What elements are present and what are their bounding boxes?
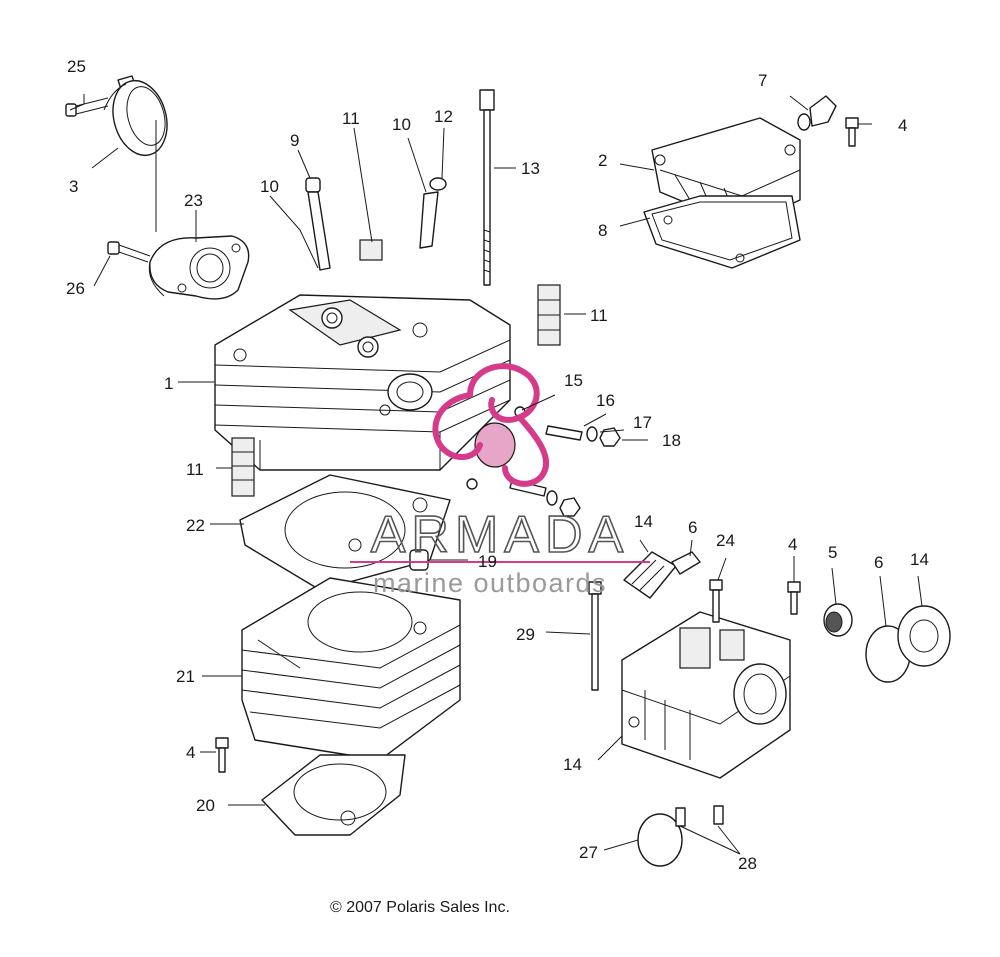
label-part-8: 8: [598, 221, 607, 240]
label-part-15: 15: [564, 371, 583, 390]
screw-part-26: [107, 241, 151, 263]
stud-part-29: [588, 581, 602, 691]
label-part-4-right: 4: [788, 535, 797, 554]
label-part-24: 24: [716, 531, 735, 550]
label-part-14-right: 14: [910, 550, 929, 569]
label-part-10-left: 10: [260, 177, 279, 196]
base-gasket-part-20: [261, 754, 406, 836]
clamp-part-3: [103, 75, 168, 157]
dowel-part-19: [409, 549, 429, 571]
bolt-part-4-right: [787, 581, 801, 615]
label-part-27: 27: [579, 843, 598, 862]
valve-block-part-11: [231, 239, 561, 497]
copyright-notice: © 2007 Polaris Sales Inc.: [330, 899, 510, 916]
washer-part-17: [546, 426, 598, 506]
watermark-brand: ARMADA: [371, 506, 629, 564]
label-part-14-top: 14: [634, 512, 653, 531]
part-number-labels: 25 3 23 26 9 10 11 10 12 13 11 1 11 22 1…: [66, 57, 929, 873]
stud-part-13: [479, 89, 495, 286]
nut-part-18: [559, 427, 621, 517]
leader-lines: [69, 94, 923, 855]
label-part-7: 7: [758, 71, 767, 90]
label-part-9: 9: [290, 131, 299, 150]
cam-carrier-part-14: [621, 611, 791, 779]
screw-part-25: [65, 97, 109, 117]
label-part-1: 1: [164, 374, 173, 393]
label-part-29: 29: [516, 625, 535, 644]
watermark-swirl-icon: [432, 363, 549, 487]
label-part-6-right: 6: [874, 553, 883, 572]
label-part-28: 28: [738, 854, 757, 873]
label-part-16: 16: [596, 391, 615, 410]
plug-part-5: [823, 603, 853, 637]
bolt-part-4-upper: [845, 117, 859, 147]
label-part-18: 18: [662, 431, 681, 450]
end-cap-part-14-right: [897, 605, 951, 667]
dowel-part-28: [675, 805, 724, 827]
cylinder-head-part-1: [214, 294, 511, 471]
label-part-22: 22: [186, 516, 205, 535]
bolt-part-4-lower: [215, 737, 229, 773]
label-part-17: 17: [633, 413, 652, 432]
label-part-26: 26: [66, 279, 85, 298]
label-part-21: 21: [176, 667, 195, 686]
label-part-13: 13: [521, 159, 540, 178]
valve-guide-part-9: [305, 177, 331, 271]
label-part-12: 12: [434, 107, 453, 126]
label-part-11-right: 11: [590, 306, 608, 325]
label-part-14-bottom: 14: [563, 755, 582, 774]
valve-guide-part-10: [419, 177, 447, 249]
label-part-5: 5: [828, 543, 837, 562]
label-part-3: 3: [69, 177, 78, 196]
label-part-11-top: 11: [342, 109, 360, 128]
label-part-11-left: 11: [186, 460, 204, 479]
cover-gasket-part-8: [643, 195, 801, 269]
intake-boot-part-23: [148, 235, 250, 300]
label-part-10-right: 10: [392, 115, 411, 134]
label-part-6-left: 6: [688, 518, 697, 537]
label-part-4-bottom: 4: [186, 743, 195, 762]
label-part-4-top: 4: [898, 116, 907, 135]
label-part-2: 2: [598, 151, 607, 170]
label-part-19: 19: [478, 552, 497, 571]
watermark-logo: ARMADA marine outboards: [350, 363, 650, 598]
label-part-23: 23: [184, 191, 203, 210]
watermark-tagline: marine outboards: [373, 568, 607, 598]
elbow-part-7: [797, 95, 837, 131]
label-part-25: 25: [67, 57, 86, 76]
bolt-part-24: [709, 579, 723, 623]
cover-part-14-top: [623, 551, 677, 599]
cylinder-part-21: [241, 577, 461, 761]
label-part-20: 20: [196, 796, 215, 815]
